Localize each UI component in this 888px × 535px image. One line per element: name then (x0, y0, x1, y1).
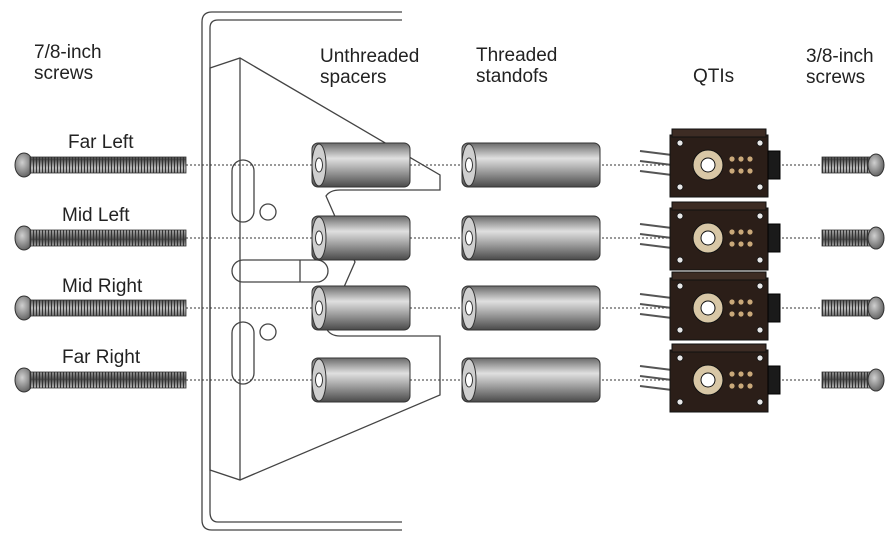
long-screw (14, 152, 187, 178)
bracket-slot-lower (231, 321, 255, 385)
qti-sensor (639, 201, 781, 271)
bracket-hole-lower (259, 323, 277, 341)
column-label-line1: Unthreaded (320, 46, 420, 67)
qti-sensor (639, 128, 781, 198)
column-label-line2: screws (34, 63, 94, 84)
column-label-line1: 3/8-inch (806, 46, 874, 67)
bracket-slot-middle (231, 259, 329, 283)
bracket-channel-inner (209, 19, 402, 523)
short-screw (821, 296, 885, 320)
long-screw (14, 295, 187, 321)
bracket-plate (209, 57, 441, 481)
row-label: Mid Left (62, 205, 130, 226)
column-label-line2: spacers (320, 67, 387, 88)
assembly-row-2 (14, 201, 885, 271)
column-label-line1: 7/8-inch (34, 42, 102, 63)
unthreaded-spacer (311, 357, 411, 403)
column-label-line1: QTIs (693, 66, 735, 87)
assembly-row-4 (14, 343, 885, 413)
threaded-standoff (461, 285, 601, 331)
unthreaded-spacer (311, 142, 411, 188)
row-label: Mid Right (62, 276, 143, 297)
row-label: Far Right (62, 347, 141, 368)
row-label: Far Left (68, 132, 134, 153)
assembly-row-3 (14, 271, 885, 341)
threaded-standoff (461, 142, 601, 188)
threaded-standoff (461, 215, 601, 261)
bracket (201, 11, 441, 531)
unthreaded-spacer (311, 215, 411, 261)
qti-sensor (639, 343, 781, 413)
qti-sensor (639, 271, 781, 341)
short-screw (821, 368, 885, 392)
threaded-standoff (461, 357, 601, 403)
long-screw (14, 225, 187, 251)
bracket-channel (201, 11, 402, 531)
short-screw (821, 153, 885, 177)
column-label-line2: screws (806, 67, 866, 88)
bracket-slot-upper (231, 159, 255, 223)
bracket-hole-upper (259, 203, 277, 221)
unthreaded-spacer (311, 285, 411, 331)
column-label-line2: standofs (476, 66, 548, 87)
short-screw (821, 226, 885, 250)
assembly-row-1 (14, 128, 885, 198)
column-label-qtis: QTIs (693, 66, 734, 87)
column-label-line1: Threaded (476, 45, 558, 66)
long-screw (14, 367, 187, 393)
